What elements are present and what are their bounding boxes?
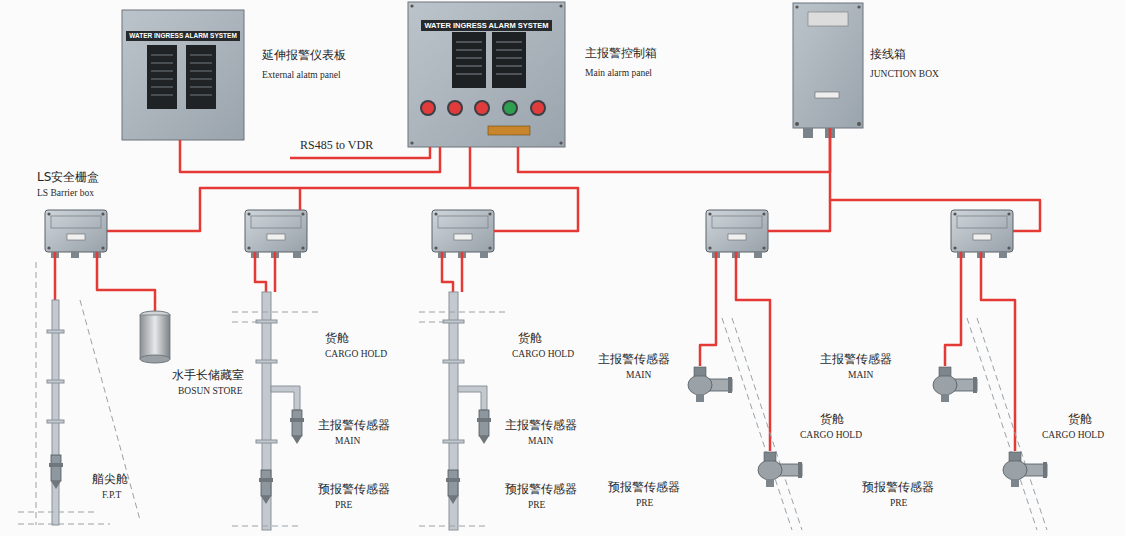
english-label: PRE bbox=[890, 498, 907, 509]
chinese-label: 预报警传感器 bbox=[318, 482, 390, 496]
external-alarm-panel: WATER INGRESS ALARM SYSTEM延伸报警仪表板Externa… bbox=[122, 10, 244, 140]
panel-title-strip: WATER INGRESS ALARM SYSTEM bbox=[122, 24, 244, 42]
english-label: MAIN bbox=[528, 436, 553, 447]
caption-chinese: 延伸报警仪表板 bbox=[262, 48, 346, 62]
signal-cable bbox=[518, 128, 830, 172]
caption-chinese: 主报警控制箱 bbox=[585, 46, 657, 60]
panel-title: WATER INGRESS ALARM SYSTEM bbox=[421, 20, 551, 31]
chinese-label: 艏尖舱 bbox=[92, 472, 128, 486]
chinese-label: 货舱 bbox=[518, 331, 542, 345]
english-label: F.P.T bbox=[102, 490, 121, 501]
caption-chinese: 接线箱 bbox=[870, 47, 906, 61]
english-label: CARGO HOLD bbox=[1042, 430, 1104, 441]
english-label: CARGO HOLD bbox=[512, 349, 574, 360]
english-label: MAIN bbox=[848, 370, 873, 381]
chinese-label: 水手长储藏室 bbox=[172, 368, 244, 382]
english-label: MAIN bbox=[626, 370, 651, 381]
ls-barrier-box: LS安全栅盒LS Barrier box bbox=[45, 210, 107, 252]
english-label: RS485 to VDR bbox=[300, 138, 373, 152]
chinese-label: 主报警传感器 bbox=[505, 418, 577, 432]
english-label: PRE bbox=[636, 498, 653, 509]
chinese-label: 货舱 bbox=[820, 412, 844, 426]
signal-cable bbox=[107, 147, 470, 231]
english-label: BOSUN STORE bbox=[178, 386, 243, 397]
english-label: PRE bbox=[528, 500, 545, 511]
chinese-label: 货舱 bbox=[1068, 412, 1092, 426]
chinese-label: 预报警传感器 bbox=[505, 482, 577, 496]
main-alarm-panel: WATER INGRESS ALARM SYSTEM主报警控制箱Main ala… bbox=[408, 2, 565, 147]
chinese-label: 货舱 bbox=[325, 331, 349, 345]
panel-title-strip: WATER INGRESS ALARM SYSTEM bbox=[408, 14, 565, 32]
panel-title: WATER INGRESS ALARM SYSTEM bbox=[126, 31, 240, 41]
chinese-label: 主报警传感器 bbox=[598, 352, 670, 366]
english-label: MAIN bbox=[335, 436, 360, 447]
caption-english: Main alarm panel bbox=[585, 68, 652, 79]
chinese-label: 预报警传感器 bbox=[608, 480, 680, 494]
english-label: CARGO HOLD bbox=[800, 430, 862, 441]
caption-chinese: LS安全栅盒 bbox=[37, 170, 99, 184]
chinese-label: 主报警传感器 bbox=[318, 418, 390, 432]
english-label: PRE bbox=[335, 500, 352, 511]
english-label: CARGO HOLD bbox=[325, 349, 387, 360]
caption-english: External alatm panel bbox=[262, 70, 341, 81]
chinese-label: 预报警传感器 bbox=[862, 480, 934, 494]
caption-english: JUNCTION BOX bbox=[870, 69, 939, 80]
junction-box: 接线箱JUNCTION BOX bbox=[793, 3, 863, 128]
chinese-label: 主报警传感器 bbox=[820, 352, 892, 366]
caption-english: LS Barrier box bbox=[37, 188, 94, 199]
